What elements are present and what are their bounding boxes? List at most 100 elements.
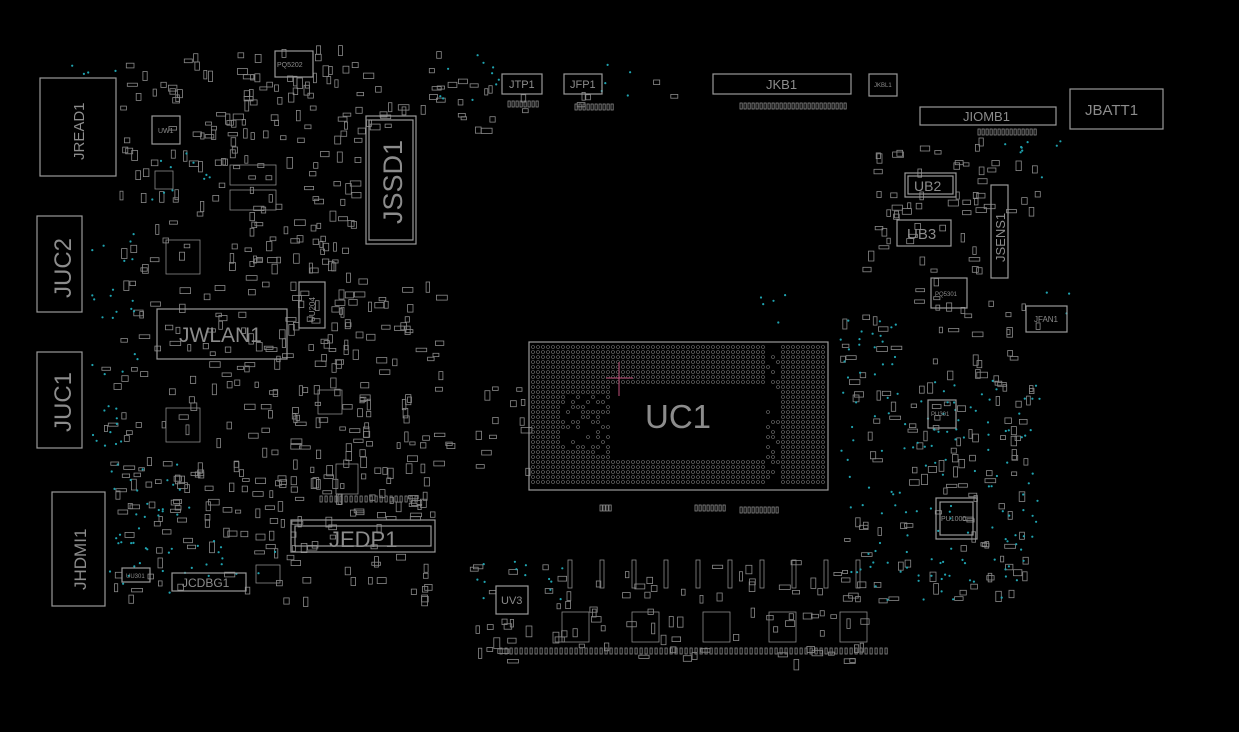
smd-part — [876, 390, 881, 401]
bga-ball — [821, 355, 825, 359]
smd-part — [978, 137, 984, 147]
ic-footprint — [229, 189, 277, 211]
bga-ball — [536, 375, 540, 379]
cpu-uc1[interactable]: UC1 — [528, 341, 829, 491]
smd-part — [900, 522, 908, 530]
bga-ball — [646, 360, 650, 364]
connector-jhdmi1[interactable]: JHDMI1 — [51, 491, 106, 607]
chip-pu1000[interactable]: PU1000 — [935, 497, 978, 540]
bga-ball — [571, 365, 575, 369]
chip-uu301[interactable]: UU301 — [121, 567, 151, 583]
connector-pad — [619, 647, 623, 655]
connector-pad — [649, 647, 653, 655]
via — [890, 490, 893, 493]
bga-ball — [806, 365, 810, 369]
bga-ball — [611, 365, 615, 369]
connector-jwlan1[interactable]: JWLAN1 — [156, 308, 288, 360]
smd-part — [1005, 563, 1014, 571]
connector-jtp1[interactable]: JTP1 — [501, 73, 543, 95]
connector-pad — [704, 647, 708, 655]
smd-part — [915, 202, 923, 210]
smd-part — [381, 324, 391, 330]
bga-ball — [556, 355, 560, 359]
chip-uu204[interactable]: UU204 — [298, 281, 326, 329]
connector-jcdbg1[interactable]: JCDBG1 — [171, 572, 247, 592]
via — [205, 563, 208, 566]
bga-ball — [681, 475, 685, 479]
smd-part — [520, 94, 527, 103]
connector-juc1[interactable]: JUC1 — [36, 351, 83, 449]
via — [867, 486, 871, 489]
chip-ub2[interactable]: UB2 — [904, 172, 957, 198]
via — [442, 97, 445, 100]
connector-jiomb1[interactable]: JIOMB1 — [919, 106, 1057, 126]
bga-ball — [666, 345, 670, 349]
bga-ball — [776, 420, 780, 424]
chip-uw1[interactable]: UW1 — [151, 115, 181, 145]
bga-ball — [721, 360, 725, 364]
smd-part — [423, 563, 429, 573]
smd-part — [255, 508, 261, 519]
bga-ball — [536, 380, 540, 384]
bga-ball — [671, 370, 675, 374]
bga-ball — [651, 365, 655, 369]
smd-part — [995, 395, 1000, 406]
bga-ball — [686, 355, 690, 359]
via — [111, 316, 114, 319]
connector-jfan1[interactable]: JFAN1 — [1025, 305, 1068, 333]
via — [1007, 429, 1010, 432]
smd-part — [525, 625, 533, 638]
mosfet-pq5301[interactable]: PQ5301 — [930, 277, 968, 309]
jfp1-label: JFP1 — [570, 79, 596, 91]
smd-part — [811, 613, 819, 619]
chip-uv3[interactable]: UV3 — [495, 585, 529, 615]
bga-ball — [751, 345, 755, 349]
bga-ball — [656, 470, 660, 474]
smd-part — [331, 322, 338, 332]
smd-part — [1011, 471, 1018, 476]
bga-ball — [806, 480, 810, 484]
smd-part — [349, 180, 362, 187]
bga-ball — [606, 480, 610, 484]
connector-juc2[interactable]: JUC2 — [36, 215, 83, 313]
smd-part — [343, 121, 348, 130]
via — [212, 540, 216, 543]
via — [930, 444, 933, 447]
connector-jread1[interactable]: JREAD1 — [39, 77, 117, 177]
bga-ball — [601, 480, 605, 484]
bga-ball — [781, 455, 785, 459]
bga-ball — [671, 465, 675, 469]
bga-ball — [811, 375, 815, 379]
via — [963, 562, 967, 565]
connector-jfp1[interactable]: JFP1 — [563, 73, 603, 95]
smd-part — [135, 93, 142, 101]
smd-part — [445, 441, 453, 446]
bga-ball — [686, 470, 690, 474]
via — [891, 363, 894, 366]
via — [1001, 510, 1004, 513]
bga-ball — [786, 390, 790, 394]
connector-jsens1[interactable]: JSENS1 — [990, 184, 1009, 279]
bga-ball — [551, 465, 555, 469]
chip-ub3[interactable]: UB3 — [896, 219, 952, 247]
bga-ball — [816, 465, 820, 469]
smd-part — [261, 427, 270, 433]
via — [1020, 548, 1023, 551]
smd-part — [1021, 197, 1028, 205]
connector-jkb1[interactable]: JKB1 — [712, 73, 852, 95]
connector-jbatt1[interactable]: JBATT1 — [1069, 88, 1164, 130]
smd-part — [123, 280, 130, 291]
smd-part — [957, 405, 967, 412]
connector-jedp1[interactable]: JEDP1 — [290, 519, 436, 553]
smd-part — [428, 68, 435, 74]
bga-ball — [801, 480, 805, 484]
bga-ball — [821, 395, 825, 399]
chip-pu301[interactable]: PU301 — [927, 399, 957, 429]
smd-part — [379, 369, 391, 375]
bga-ball — [656, 465, 660, 469]
mosfet-pq5202[interactable]: PQ5202 — [274, 50, 314, 78]
smd-part — [785, 620, 796, 627]
bga-ball — [671, 380, 675, 384]
connector-jssd1[interactable]: JSSD1 — [365, 115, 417, 245]
connector-jkbl1[interactable]: JKBL1 — [868, 73, 898, 97]
